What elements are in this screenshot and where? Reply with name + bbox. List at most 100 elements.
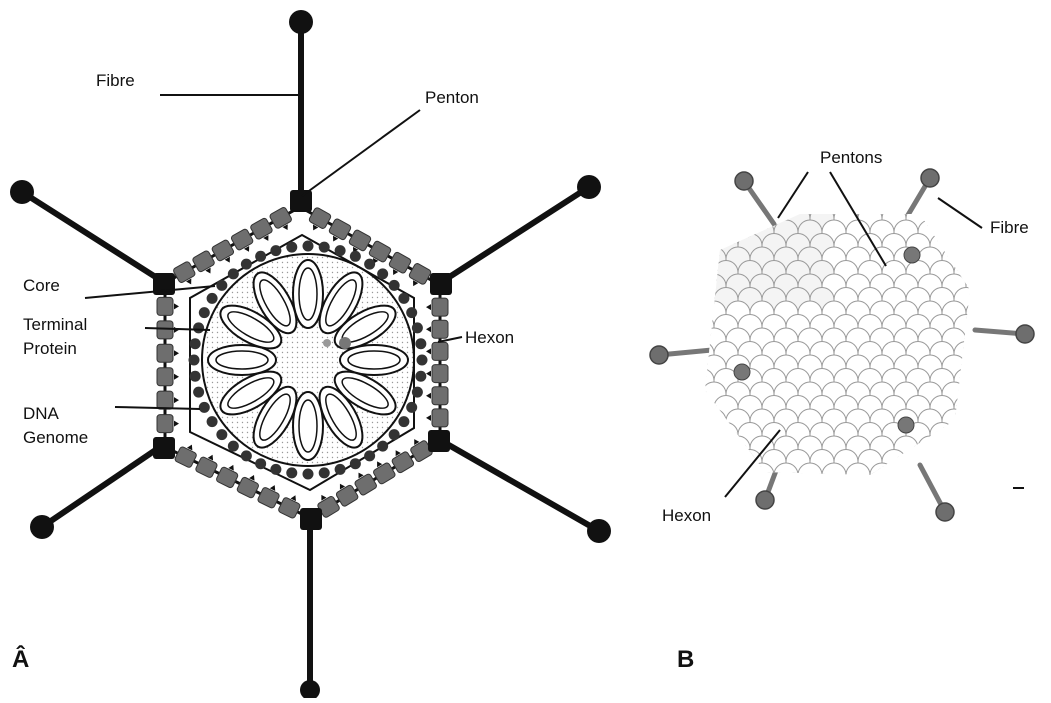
hexon-capsomer xyxy=(308,207,332,230)
penton-leader-line xyxy=(302,110,420,196)
hexon-sphere xyxy=(930,450,954,474)
label-fibre-a: Fibre xyxy=(96,71,135,90)
core-bead xyxy=(377,268,388,279)
dna-loop xyxy=(293,392,323,460)
hexon-capsomer xyxy=(432,365,448,383)
hexon-sphere xyxy=(870,193,894,217)
hexon-sphere xyxy=(894,463,918,487)
hexon-sphere xyxy=(690,423,714,447)
core-bead xyxy=(241,259,252,270)
core-bead xyxy=(286,242,297,253)
hexon-sphere xyxy=(1014,382,1038,406)
fibre-knob xyxy=(289,10,313,34)
panel-b-surface-model: Pentons Fibre Hexon B xyxy=(650,148,1051,673)
panel-a-cross-section: Fibre Penton Core Terminal Protein Hexon… xyxy=(10,10,611,698)
panel-label-b: B xyxy=(677,646,694,673)
fibre-knob xyxy=(587,519,611,543)
hexon-capsomer xyxy=(432,387,448,405)
hexon-sphere xyxy=(990,409,1014,433)
hexon-sphere xyxy=(702,436,726,460)
fibre-upper-left xyxy=(22,192,165,283)
hexon-sphere xyxy=(690,261,714,285)
hexon-sphere xyxy=(966,220,990,244)
fibre-knob xyxy=(756,491,774,509)
capsid-triangle-marker xyxy=(174,421,179,427)
core-bead xyxy=(377,441,388,452)
hexon-sphere xyxy=(702,220,726,244)
hexon-sphere xyxy=(678,328,702,352)
hexon-sphere xyxy=(774,463,798,487)
hexon-capsomer xyxy=(408,262,432,285)
hexon-sphere xyxy=(966,355,990,379)
penton-base xyxy=(430,273,452,295)
core-bead xyxy=(335,245,346,256)
hexon-sphere xyxy=(966,193,990,217)
penton-sphere xyxy=(904,247,920,263)
hexon-sphere xyxy=(1026,369,1050,393)
hexon-sphere xyxy=(1002,234,1026,258)
fibre-knob xyxy=(936,503,954,521)
label-terminal-protein-line1: Terminal xyxy=(23,315,87,334)
hexon-sphere xyxy=(1026,450,1050,474)
capsid-triangle-marker xyxy=(174,303,179,309)
core-leader-line xyxy=(85,286,215,298)
hexon-sphere xyxy=(978,396,1002,420)
capsid-triangle-marker xyxy=(426,371,431,377)
penton-base xyxy=(153,437,175,459)
hexon-sphere xyxy=(678,274,702,298)
penton-base xyxy=(428,430,450,452)
hexon-sphere xyxy=(966,382,990,406)
hexon-sphere xyxy=(990,463,1014,487)
hexon-sphere xyxy=(1038,355,1051,379)
dna-loop xyxy=(208,345,276,375)
label-hexon-a: Hexon xyxy=(465,328,514,347)
core-bead xyxy=(286,467,297,478)
capsid-triangle-marker xyxy=(174,374,179,380)
hexon-sphere xyxy=(1026,423,1050,447)
hexon-sphere xyxy=(1002,288,1026,312)
hexon-sphere xyxy=(1014,409,1038,433)
label-dna-genome-line2: Genome xyxy=(23,428,88,447)
hexon-capsomer xyxy=(157,368,173,386)
hexon-sphere xyxy=(1038,274,1051,298)
hexon-sphere xyxy=(1026,477,1050,501)
hexon-sphere xyxy=(858,477,882,501)
core-bead xyxy=(398,416,409,427)
hexon-sphere xyxy=(1038,463,1051,487)
hexon-sphere xyxy=(966,436,990,460)
hexon-sphere xyxy=(942,463,966,487)
core-bead xyxy=(255,458,266,469)
hexon-sphere xyxy=(942,409,966,433)
hexon-sphere xyxy=(690,396,714,420)
hexon-sphere xyxy=(702,193,726,217)
hexon-sphere xyxy=(1014,463,1038,487)
hexon-capsomer xyxy=(174,446,197,468)
core-bead xyxy=(417,355,428,366)
hexon-sphere xyxy=(966,301,990,325)
hexon-sphere xyxy=(978,450,1002,474)
hexon-sphere xyxy=(954,450,978,474)
hexon-sphere xyxy=(978,261,1002,285)
hexon-sphere xyxy=(1014,355,1038,379)
hexon-capsomer xyxy=(257,487,280,509)
hexon-sphere xyxy=(1026,288,1050,312)
hexon-sphere xyxy=(1026,342,1050,366)
hexon-sphere xyxy=(1002,423,1026,447)
hexon-capsomer xyxy=(192,250,216,273)
hexon-capsomer xyxy=(236,476,259,498)
penton-base xyxy=(290,190,312,212)
hexon-sphere xyxy=(678,355,702,379)
hexon-sphere xyxy=(1026,234,1050,258)
hexon-capsomer xyxy=(250,217,274,240)
panel-label-a: Â xyxy=(12,645,29,673)
hexon-sphere xyxy=(846,463,870,487)
hexon-capsomer xyxy=(432,409,448,427)
core-bead xyxy=(364,259,375,270)
hexon-sphere xyxy=(978,423,1002,447)
core-bead xyxy=(350,251,361,262)
label-dna-genome-line1: DNA xyxy=(23,404,60,423)
hexon-sphere xyxy=(978,477,1002,501)
hexon-capsomer xyxy=(391,451,415,474)
hexon-sphere xyxy=(990,247,1014,271)
